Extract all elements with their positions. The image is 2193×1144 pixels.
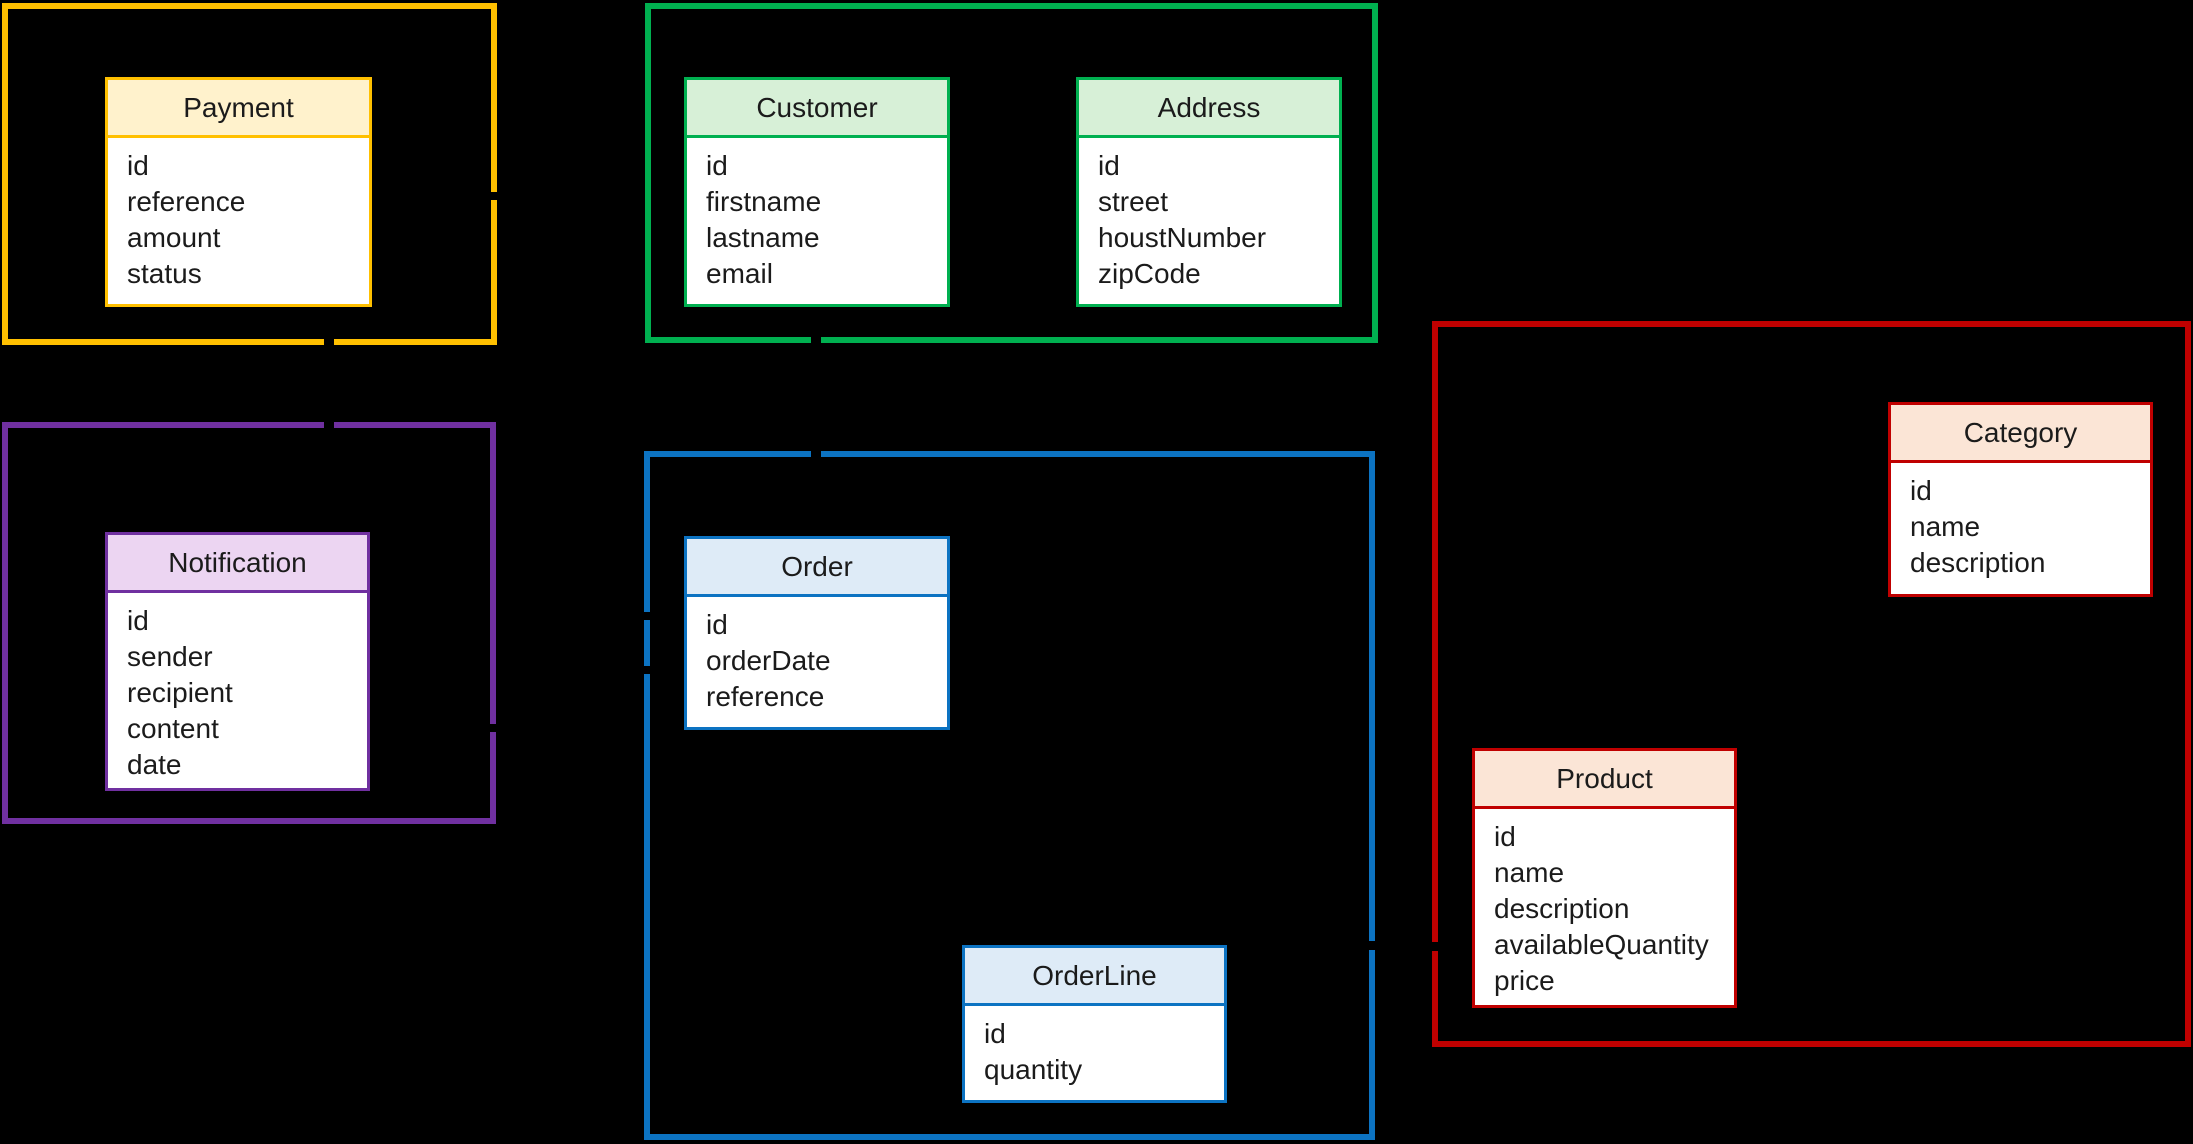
entity-table-category: Category id name description bbox=[1888, 402, 2153, 597]
order-service-boundary bbox=[644, 451, 1375, 1140]
entity-field: name bbox=[1494, 857, 1565, 888]
entity-field: zipCode bbox=[1098, 258, 1201, 289]
entity-fields-orderline: id quantity bbox=[965, 1006, 1224, 1088]
entity-field: status bbox=[127, 258, 202, 289]
entity-table-order: Order id orderDate reference bbox=[684, 536, 950, 730]
entity-field: date bbox=[127, 749, 182, 780]
entity-table-orderline: OrderLine id quantity bbox=[962, 945, 1227, 1103]
entity-header-notification: Notification bbox=[108, 535, 367, 593]
entity-fields-address: id street houstNumber zipCode bbox=[1079, 138, 1339, 292]
entity-field: street bbox=[1098, 186, 1169, 217]
entity-table-product: Product id name description availableQua… bbox=[1472, 748, 1737, 1008]
connector-gap bbox=[488, 192, 500, 200]
entity-table-customer: Customer id firstname lastname email bbox=[684, 77, 950, 307]
connector-gap bbox=[1429, 942, 1441, 951]
entity-field: id bbox=[127, 605, 149, 636]
entity-table-address: Address id street houstNumber zipCode bbox=[1076, 77, 1342, 307]
entity-header-category: Category bbox=[1891, 405, 2150, 463]
customer-service-boundary bbox=[645, 3, 1378, 343]
entity-fields-payment: id reference amount status bbox=[108, 138, 369, 292]
entity-field: name bbox=[1910, 511, 1981, 542]
entity-field: id bbox=[1494, 821, 1516, 852]
entity-header-customer: Customer bbox=[687, 80, 947, 138]
entity-field: recipient bbox=[127, 677, 233, 708]
entity-table-notification: Notification id sender recipient content… bbox=[105, 532, 370, 791]
connector-gap bbox=[811, 335, 821, 345]
connector-gap bbox=[324, 336, 334, 347]
entity-table-payment: Payment id reference amount status bbox=[105, 77, 372, 307]
notification-service-boundary bbox=[2, 422, 496, 824]
entity-field: orderDate bbox=[706, 645, 831, 676]
entity-field: price bbox=[1494, 965, 1555, 996]
connector-gap bbox=[1367, 941, 1378, 950]
entity-fields-order: id orderDate reference bbox=[687, 597, 947, 715]
entity-field: id bbox=[984, 1018, 1006, 1049]
entity-field: id bbox=[706, 609, 728, 640]
entity-field: reference bbox=[127, 186, 246, 217]
entity-field: amount bbox=[127, 222, 221, 253]
connector-gap bbox=[811, 449, 821, 459]
entity-header-product: Product bbox=[1475, 751, 1734, 809]
entity-fields-notification: id sender recipient content date bbox=[108, 593, 367, 783]
entity-fields-category: id name description bbox=[1891, 463, 2150, 581]
entity-field: content bbox=[127, 713, 219, 744]
connector-gap bbox=[642, 612, 653, 620]
product-service-boundary bbox=[1432, 321, 2191, 1047]
entity-field: description bbox=[1494, 893, 1630, 924]
payment-service-boundary bbox=[2, 3, 497, 345]
entity-field: availableQuantity bbox=[1494, 929, 1709, 960]
entity-field: houstNumber bbox=[1098, 222, 1267, 253]
entity-field: quantity bbox=[984, 1054, 1083, 1085]
connector-gap bbox=[487, 724, 499, 732]
entity-header-address: Address bbox=[1079, 80, 1339, 138]
entity-fields-product: id name description availableQuantity pr… bbox=[1475, 809, 1734, 999]
entity-field: lastname bbox=[706, 222, 820, 253]
entity-field: id bbox=[1098, 150, 1120, 181]
entity-header-order: Order bbox=[687, 539, 947, 597]
entity-fields-customer: id firstname lastname email bbox=[687, 138, 947, 292]
entity-field: id bbox=[706, 150, 728, 181]
connector-gap bbox=[324, 420, 334, 430]
connector-gap bbox=[642, 666, 653, 674]
entity-field: sender bbox=[127, 641, 213, 672]
entity-field: reference bbox=[706, 681, 825, 712]
entity-field: id bbox=[127, 150, 149, 181]
entity-field: email bbox=[706, 258, 773, 289]
entity-header-payment: Payment bbox=[108, 80, 369, 138]
entity-header-orderline: OrderLine bbox=[965, 948, 1224, 1006]
entity-field: firstname bbox=[706, 186, 822, 217]
entity-field: id bbox=[1910, 475, 1932, 506]
entity-field: description bbox=[1910, 547, 2046, 578]
